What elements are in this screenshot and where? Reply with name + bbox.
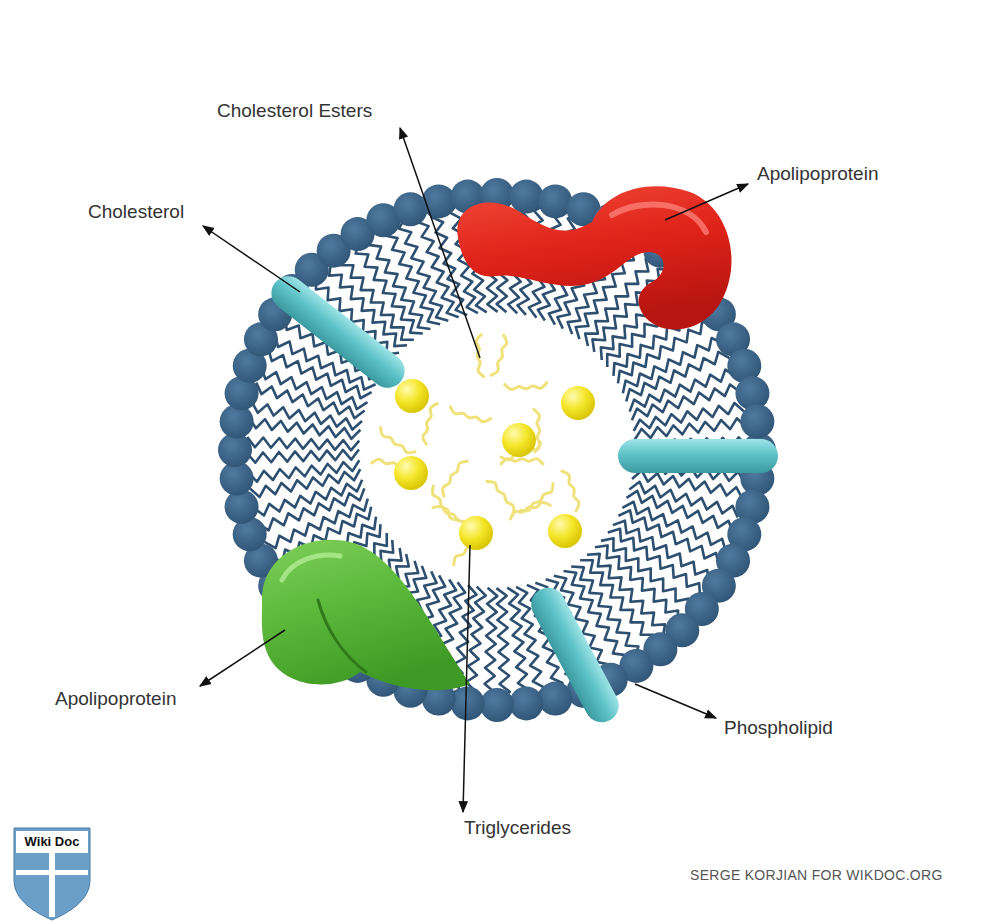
lipid-head: [422, 184, 456, 218]
ester-chain: [381, 428, 415, 453]
lipid-tail: [247, 449, 359, 462]
triglyceride-core: [394, 379, 595, 550]
ester-chain: [423, 404, 437, 445]
lipid-head: [225, 490, 259, 524]
lipid-tail: [601, 538, 688, 611]
lipid-head: [451, 686, 485, 720]
credit-text: SERGE KORJIAN FOR WIKDOC.ORG: [690, 867, 943, 884]
ester-chain: [443, 461, 468, 496]
lipid-head: [538, 682, 572, 716]
ester-chain: [491, 335, 507, 375]
lipid-head: [740, 404, 774, 438]
lipid-tail: [618, 321, 714, 383]
ester-chain: [505, 383, 547, 390]
part-label: Apolipoprotein: [55, 688, 176, 710]
lipid-tail: [368, 233, 430, 329]
ester-chain: [521, 483, 553, 510]
ester-chain: [487, 481, 514, 514]
part-label: Apolipoprotein: [757, 163, 878, 185]
lipid-head: [480, 688, 514, 722]
leader-lines: [200, 128, 748, 812]
lipid-tail: [613, 521, 709, 583]
lipid-head: [220, 404, 254, 438]
lipid-tail: [247, 437, 359, 450]
apolipoprotein-green: [262, 540, 470, 690]
lipid-tail: [496, 588, 509, 700]
lipid-tail: [248, 460, 359, 481]
lipid-tail: [622, 502, 725, 551]
ester-chain: [476, 335, 484, 377]
part-label: Cholesterol: [88, 201, 184, 223]
lipid-tail: [623, 338, 723, 393]
lipid-tail: [507, 588, 528, 699]
ester-chain: [450, 407, 490, 422]
apolipoprotein-red: [457, 186, 731, 329]
lipid-head: [509, 180, 543, 214]
part-label: Cholesterol Esters: [217, 100, 372, 122]
logo-text: Wiki Doc: [16, 834, 88, 850]
ester-chain: [562, 471, 579, 510]
lipid-tail: [484, 588, 497, 700]
lipid-head: [509, 686, 543, 720]
lipid-head: [735, 376, 769, 410]
lipid-tail: [385, 224, 440, 324]
lipid-tail: [587, 554, 665, 637]
part-label: Phospholipid: [724, 717, 833, 739]
lipid-tail: [608, 529, 700, 596]
part-label: Triglycerides: [464, 817, 571, 839]
lipid-tail: [635, 418, 746, 439]
wikidoc-shield: [14, 828, 90, 920]
